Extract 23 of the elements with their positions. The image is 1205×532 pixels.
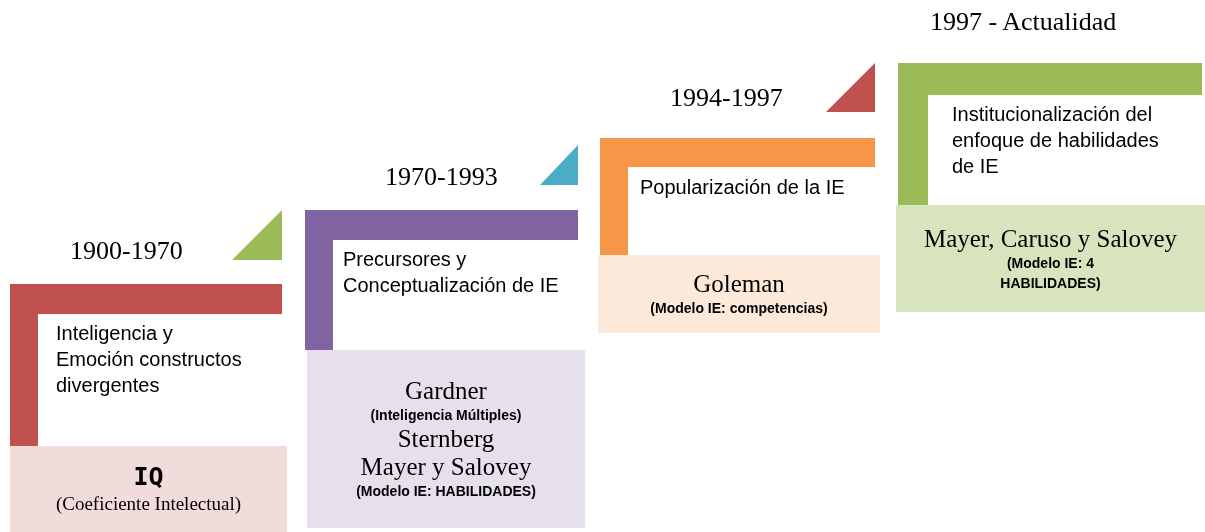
author-name: Gardner [405, 377, 487, 405]
model-note: Sternberg [397, 425, 495, 453]
author-name: Goleman [693, 270, 785, 298]
year-label: 1970-1993 [385, 162, 498, 192]
info-box [598, 255, 880, 333]
author-name: Mayer, Caruso y Salovey [923, 224, 1178, 253]
year-label: 1900-1970 [70, 236, 183, 266]
model-note: (Modelo IE: competencias) [650, 299, 828, 318]
info-box [10, 446, 287, 532]
model-note: (Coeficiente Intelectual) [55, 492, 242, 516]
step-text: Precursores y Conceptualización de IE [343, 247, 560, 298]
info-box [896, 205, 1205, 312]
step-text: Inteligencia y Emoción constructos divergentes [56, 321, 243, 398]
model-note: (Modelo IE: 4 HABILIDADES) [999, 253, 1102, 293]
step-text: Institucionalización del enfoque de habilidades de IE [952, 102, 1160, 179]
model-note: Mayer y Salovey [360, 453, 532, 481]
model-note: (Modelo IE: HABILIDADES) [356, 482, 536, 501]
year-label: 1994-1997 [670, 83, 783, 113]
info-box [307, 350, 585, 528]
step-text: Popularización de la IE [640, 175, 846, 200]
model-note: (Inteligencia Múltiples) [370, 406, 522, 425]
year-label: 1997 - Actualidad [930, 7, 1117, 37]
author-name: IQ [133, 462, 164, 492]
